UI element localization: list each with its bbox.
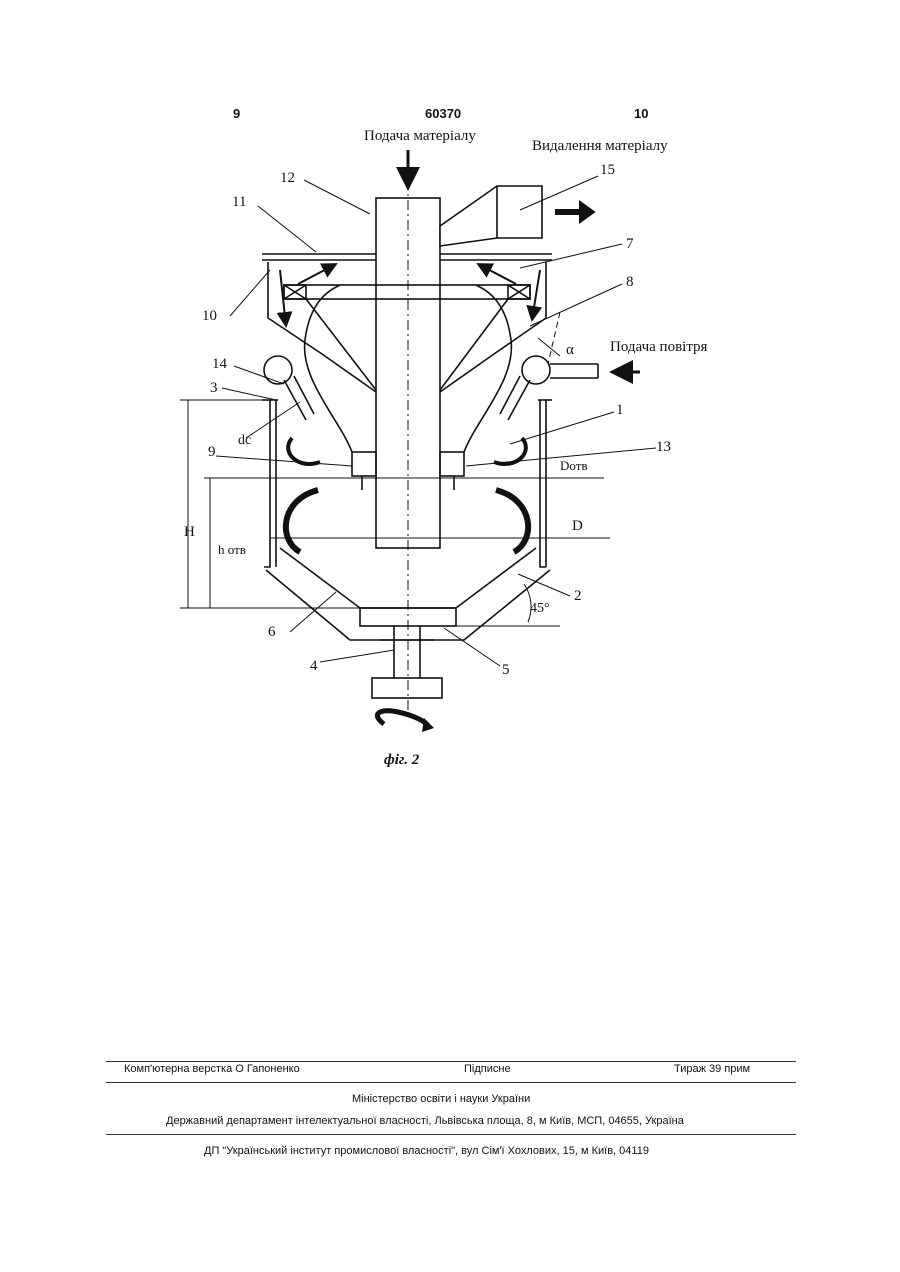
feed-material-label: Подача матеріалу xyxy=(364,128,476,144)
label-14: 14 xyxy=(212,356,228,372)
figure-caption: фіг. 2 xyxy=(384,752,420,768)
flow-arrows xyxy=(280,150,640,372)
label-9: 9 xyxy=(208,444,216,460)
air-supply-label: Подача повітря xyxy=(610,339,708,355)
signed-label: Підписне xyxy=(464,1063,511,1075)
technical-drawing: Подача матеріалу Видалення матеріалу Под… xyxy=(0,0,900,800)
label-15: 15 xyxy=(600,162,615,178)
label-5: 5 xyxy=(502,662,510,678)
layout-credit: Комп'ютерна верстка О Гапоненко xyxy=(124,1063,300,1075)
label-4: 4 xyxy=(310,658,318,674)
label-11: 11 xyxy=(232,194,246,210)
institute-label: ДП "Український інститут промислової вла… xyxy=(204,1145,649,1157)
d-otv-symbol: Dотв xyxy=(560,458,588,473)
label-1: 1 xyxy=(616,402,624,418)
label-2: 2 xyxy=(574,588,582,604)
dc-symbol: dc xyxy=(238,433,251,448)
remove-material-label: Видалення матеріалу xyxy=(532,138,668,154)
rotation-arrow-head xyxy=(422,718,434,732)
label-12: 12 xyxy=(280,170,295,186)
label-13: 13 xyxy=(656,439,671,455)
label-6: 6 xyxy=(268,624,276,640)
footer-rule-middle xyxy=(106,1082,796,1083)
footer-rule-top xyxy=(106,1061,796,1062)
label-10: 10 xyxy=(202,308,217,324)
h-otv-symbol: h отв xyxy=(218,542,246,557)
rotation-arrow xyxy=(377,711,428,726)
alpha-symbol: α xyxy=(566,342,574,358)
circulation-label: Тираж 39 прим xyxy=(674,1063,750,1075)
angle-45-symbol: 45° xyxy=(530,601,550,616)
department-label: Державний департамент інтелектуальної вл… xyxy=(166,1115,684,1127)
label-8: 8 xyxy=(626,274,634,290)
d-symbol: D xyxy=(572,518,583,534)
ministry-label: Міністерство освіти і науки України xyxy=(352,1093,530,1105)
label-3: 3 xyxy=(210,380,218,396)
footer-rule-bottom xyxy=(106,1134,796,1135)
label-7: 7 xyxy=(626,236,634,252)
h-symbol: H xyxy=(184,524,195,540)
apparatus-body xyxy=(262,186,598,698)
